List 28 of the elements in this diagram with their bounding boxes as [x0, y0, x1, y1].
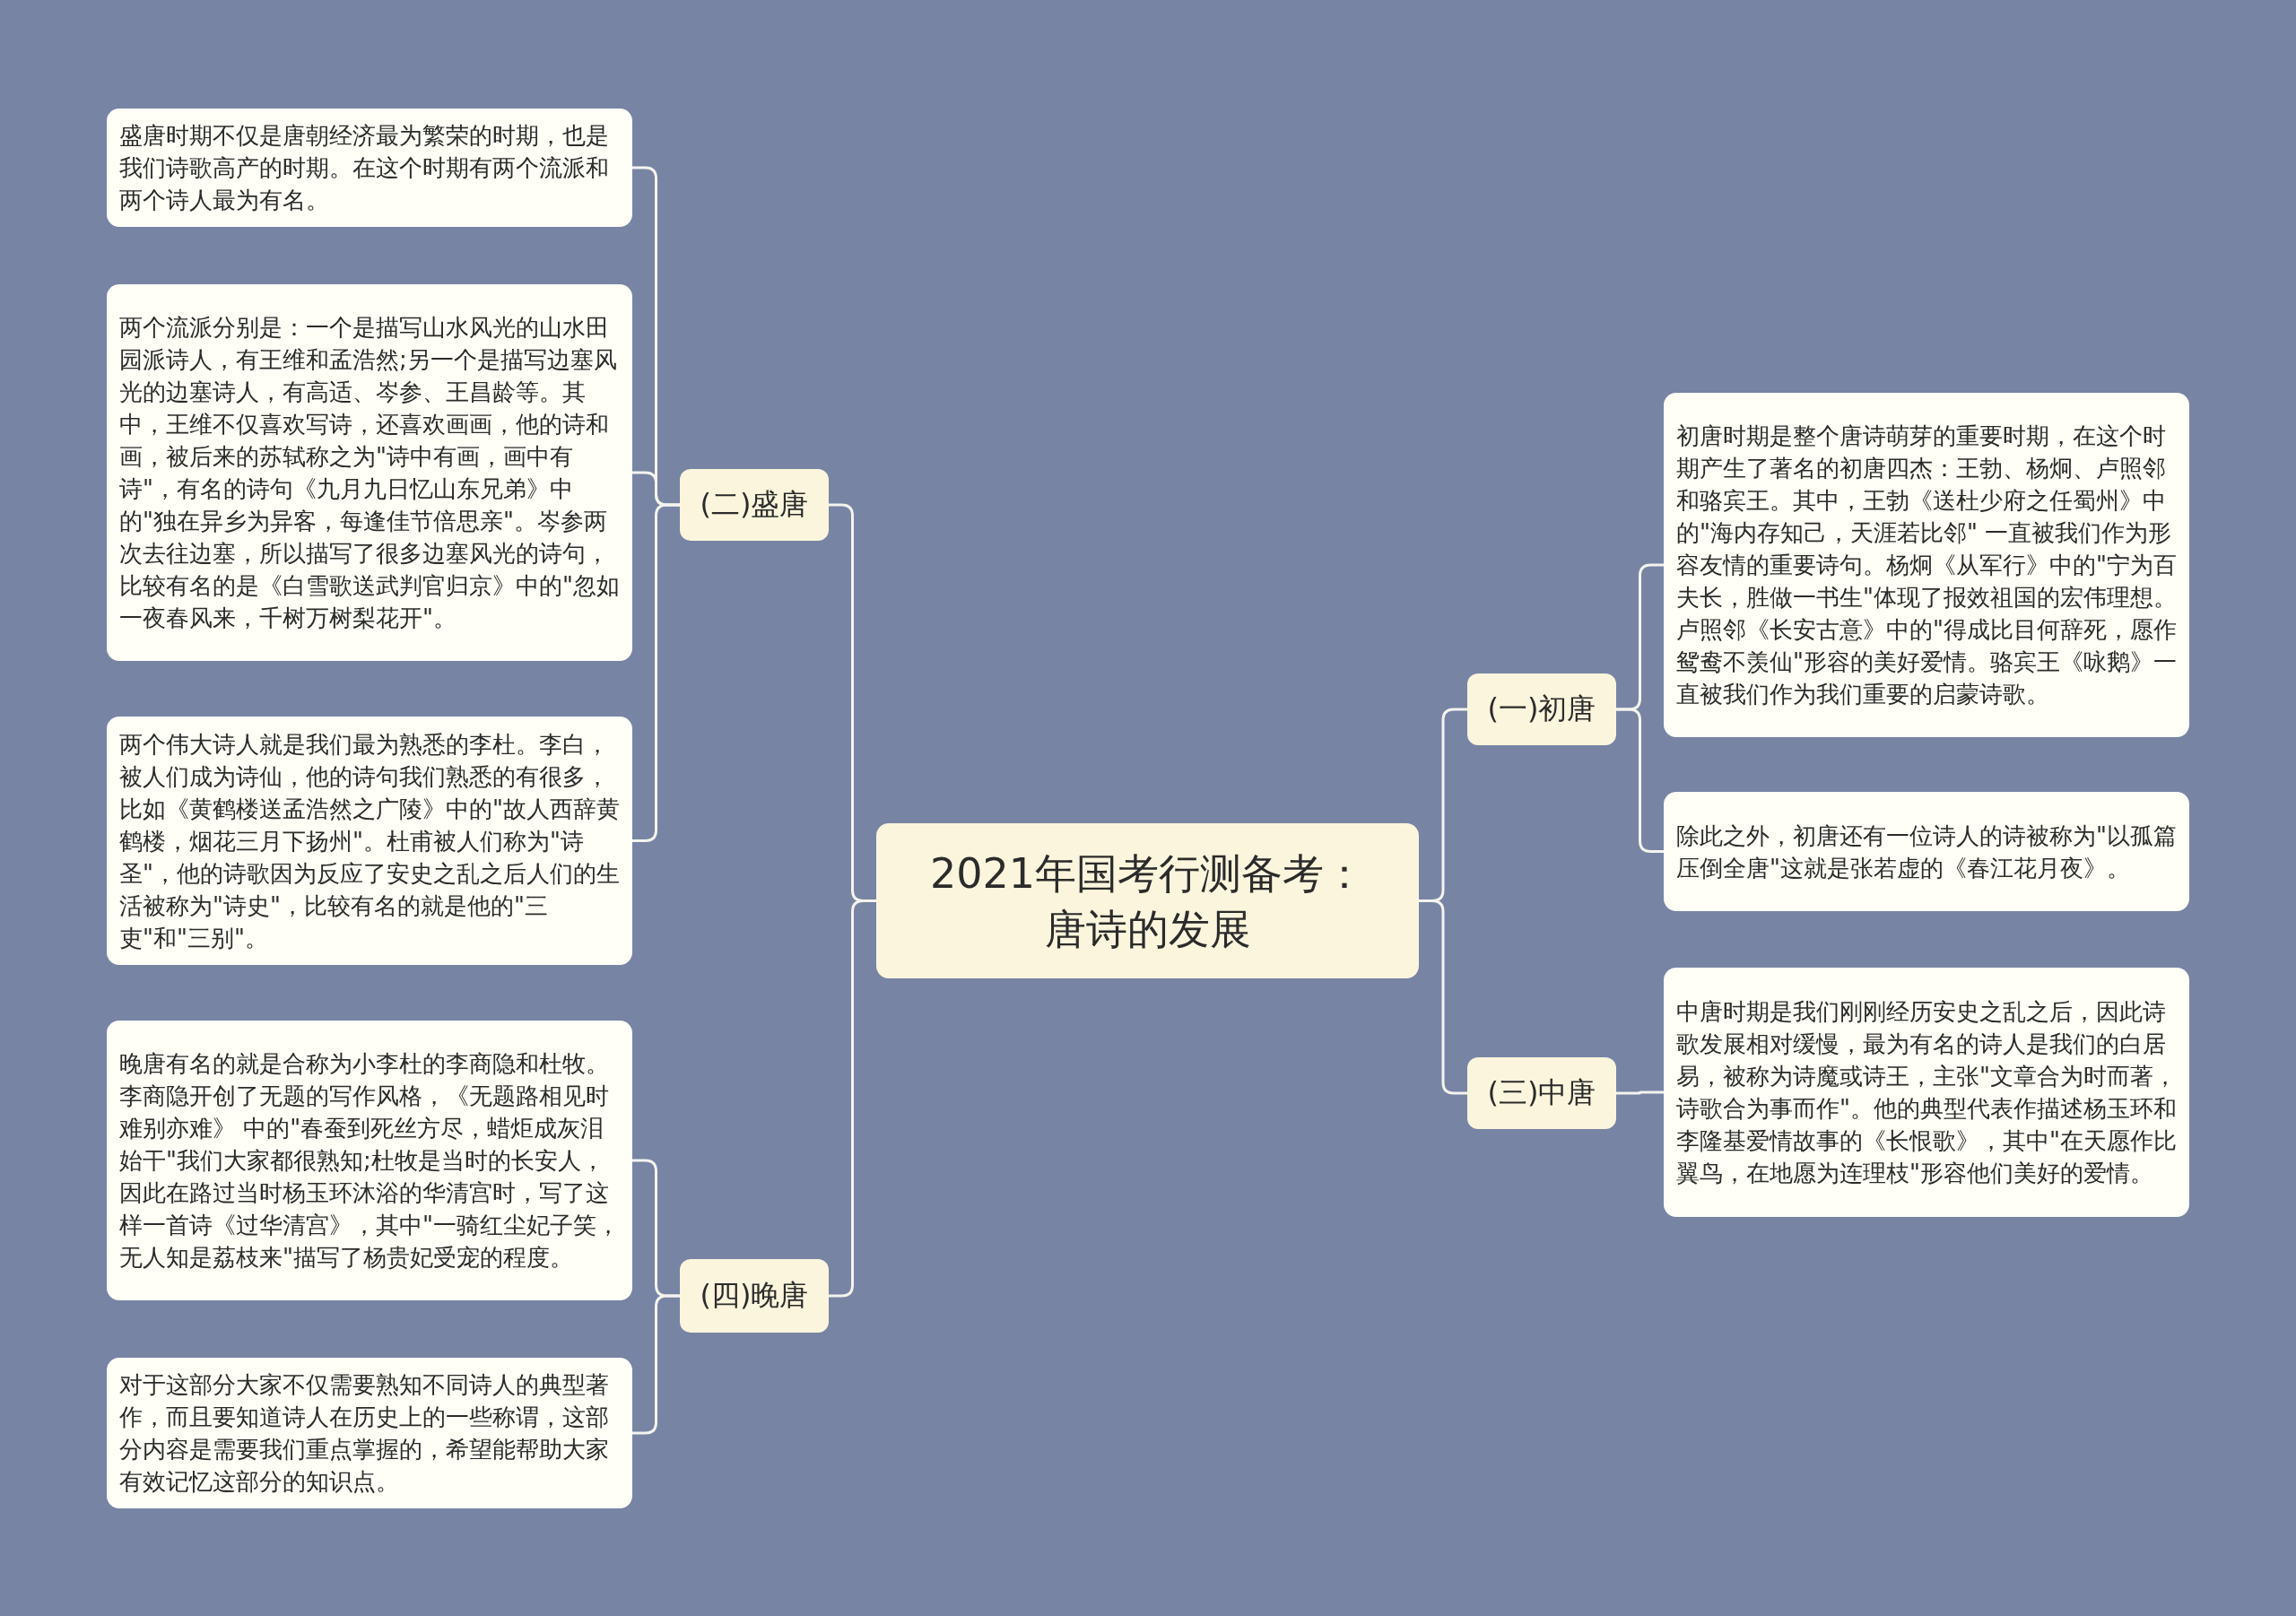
note-text: 初唐时期是整个唐诗萌芽的重要时期，在这个时期产生了著名的初唐四杰：王勃、杨炯、卢照邻和骆宾王。其中，王勃《送杜少府之任蜀州》中的"海内存知己，天涯若比邻" 一直被我们作为形容友情的重要诗句。杨炯《从军行》中的"宁为百夫长，胜做一书生"体现了报效祖国的宏伟理想。卢照邻《长安古意》中的"得成比目何辞死，愿作鸳鸯不羡仙"形容的美好爱情。骆宾王《咏鹅》一直被我们作为我们重要的启蒙诗歌。 — [1676, 421, 2177, 709]
note-card — [107, 1021, 632, 1300]
note-text: 盛唐时期不仅是唐朝经济最为繁荣的时期，也是我们诗歌高产的时期。在这个时期有两个流派和两个诗人最为有名。 — [119, 121, 610, 215]
note-text: 中唐时期是我们刚刚经历安史之乱之后，因此诗歌发展相对缓慢，最为有名的诗人是我们的白居易，被称为诗魔或诗王，主张"文章合为时而著，诗歌合为事而作"。他的典型代表作描述杨玉环和李隆基爱情故事的《长恨歌》，其中"在天愿作比翼鸟，在地愿为连理枝"形容他们美好的爱情。 — [1676, 997, 2177, 1188]
note-card — [1664, 968, 2189, 1217]
note-text: 两个流派分别是：一个是描写山水风光的山水田园派诗人，有王维和孟浩然;另一个是描写边塞风光的边塞诗人，有高适、岑参、王昌龄等。其中，王维不仅喜欢写诗，还喜欢画画，他的诗和画，被后来的苏轼称之为"诗中有画，画中有诗"，有名的诗句《九月九日忆山东兄弟》中的"独在异乡为异客，每逢佳节倍思亲"。岑参两次去往边塞，所以描写了很多边塞风光的诗句，比较有名的是《白雪歌送武判官归京》中的"忽如一夜春风来，千树万树梨花开"。 — [119, 313, 620, 633]
note-text: 晚唐有名的就是合称为小李杜的李商隐和杜牧。李商隐开创了无题的写作风格，《无题路相见时难别亦难》 中的"春蚕到死丝方尽，蜡炬成灰泪始干"我们大家都很熟知;杜牧是当时的长安人，因此在路过当时杨玉环沐浴的华清宫时，写了这样一首诗《过华清宫》，其中"一骑红尘妃子笑，无人知是荔枝来"描写了杨贵妃受宠的程度。 — [119, 1049, 620, 1273]
note-card — [107, 1358, 632, 1508]
note-card — [107, 109, 632, 227]
note-card — [107, 284, 632, 661]
branch-topic: (三)中唐 — [1486, 1074, 1597, 1111]
branch-topic: (二)盛唐 — [699, 486, 810, 523]
central-topic: 2021年国考行测备考：唐诗的发展 — [928, 847, 1367, 955]
branch-topic-box — [1467, 673, 1616, 745]
note-text: 对于这部分大家不仅需要熟知不同诗人的典型著作，而且要知道诗人在历史上的一些称谓，这部分内容是需要我们重点掌握的，希望能帮助大家有效记忆这部分的知识点。 — [119, 1370, 610, 1497]
connector-line — [632, 1294, 680, 1435]
connector-line — [829, 899, 876, 1298]
note-text: 两个伟大诗人就是我们最为熟悉的李杜。李白，被人们成为诗仙，他的诗句我们熟悉的有很多，比如《黄鹤楼送孟浩然之广陵》中的"故人西辞黄鹤楼，烟花三月下扬州"。杜甫被人们称为"诗圣"，他的诗歌因为反应了安史之乱之后人们的生活被称为"诗史"，比较有名的就是他的"三吏"和"三别"。 — [119, 729, 620, 953]
branch-topic-box — [680, 1259, 829, 1333]
branch-topic: (一)初唐 — [1486, 691, 1597, 727]
note-card — [1664, 792, 2189, 911]
note-text: 除此之外，初唐还有一位诗人的诗被称为"以孤篇压倒全唐"这就是张若虚的《春江花月夜》。 — [1676, 821, 2177, 883]
branch-topic: (四)晚唐 — [699, 1277, 810, 1314]
note-card — [1664, 393, 2189, 737]
central-topic-box — [876, 823, 1419, 978]
branch-topic-box — [680, 469, 829, 541]
branch-topic-box — [1467, 1057, 1616, 1129]
connector-line — [1616, 1090, 1664, 1095]
